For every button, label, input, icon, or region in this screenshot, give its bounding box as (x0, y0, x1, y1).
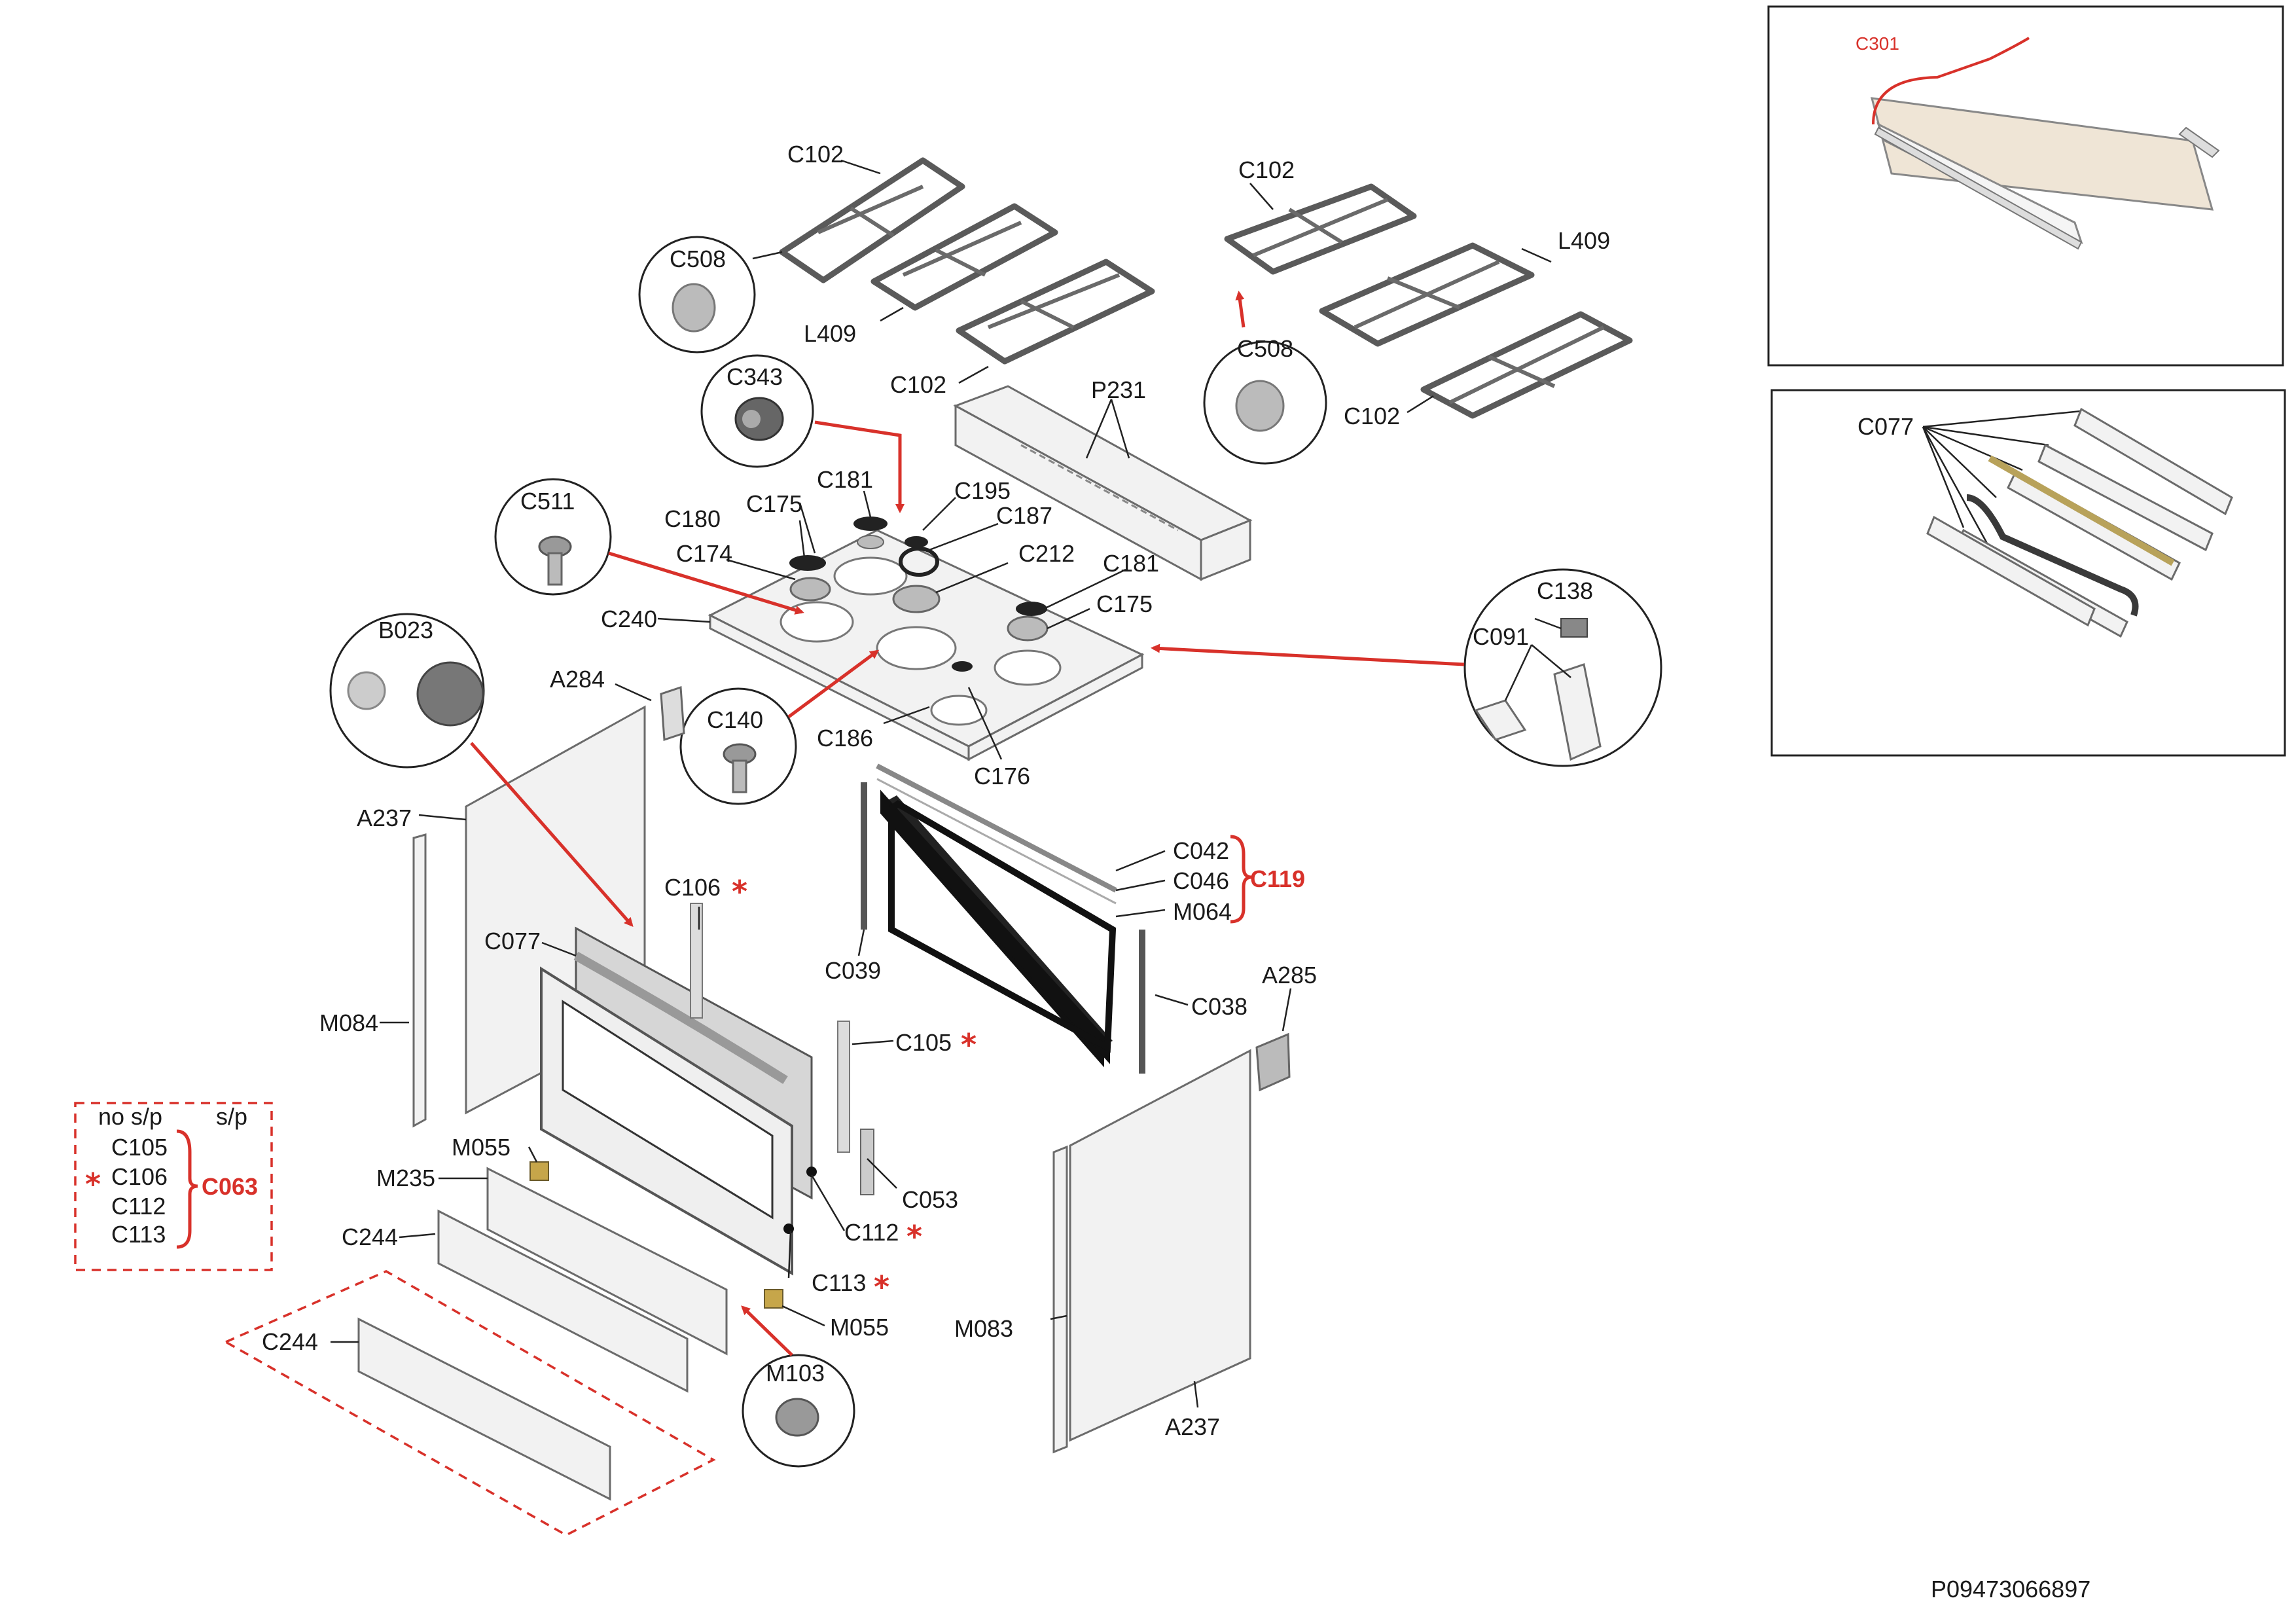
kickplate-m235 (437, 1167, 728, 1393)
reference-arrows (470, 291, 1465, 1356)
callout-c508-right (1203, 340, 1327, 465)
grate-right-group (1224, 183, 1633, 419)
label-c343: C343 (726, 363, 783, 390)
callout-c138-c091 (1463, 568, 1662, 767)
callout-c343 (700, 354, 814, 468)
label-c039: C039 (825, 957, 881, 984)
label-c038: C038 (1191, 993, 1247, 1020)
label-c187: C187 (996, 502, 1052, 529)
part-labels: C102 C508 L409 C102 C343 C102 L409 C508 … (262, 141, 1610, 1440)
label-c102-b: C102 (890, 371, 946, 398)
callout-m103 (742, 1354, 855, 1468)
callout-b023 (329, 613, 485, 769)
label-a237-a: A237 (357, 805, 412, 831)
legend-item-2: C106 (111, 1163, 168, 1190)
oven-door-c077 (540, 903, 874, 1276)
callout-c511 (494, 478, 612, 596)
label-c186: C186 (817, 725, 873, 752)
leader-lines (331, 159, 1571, 1408)
label-c244-b: C244 (262, 1328, 318, 1355)
cooktop-c240 (708, 517, 1145, 761)
hinge-brackets (529, 685, 1291, 1309)
label-c112: C112 (844, 1219, 899, 1246)
label-c195: C195 (954, 477, 1011, 504)
grate-left-group (779, 157, 1155, 365)
star-c113: * (874, 1269, 889, 1305)
label-c138: C138 (1537, 577, 1593, 604)
label-c175-b: C175 (1096, 590, 1153, 617)
document-id: P09473066897 (1931, 1576, 2090, 1603)
inset-glass-panel: C301 (1767, 5, 2284, 367)
label-l409-b: L409 (1558, 227, 1610, 254)
label-c181-b: C181 (1103, 550, 1159, 577)
label-c106: C106 (664, 874, 721, 901)
label-l409-a: L409 (804, 320, 856, 347)
label-m055-b: M055 (830, 1314, 889, 1341)
door-frame-outline (888, 800, 1117, 1053)
label-c174: C174 (676, 540, 732, 567)
label-c511: C511 (520, 488, 575, 515)
star-c105: * (961, 1027, 977, 1062)
label-c105: C105 (895, 1029, 952, 1056)
label-c091: C091 (1473, 623, 1529, 650)
label-m084: M084 (319, 1009, 378, 1036)
kickplate-c244-optional (223, 1270, 716, 1536)
label-c212: C212 (1018, 540, 1075, 567)
legend-item-3: C112 (111, 1193, 166, 1220)
label-p231: P231 (1091, 376, 1146, 403)
label-c102-c: C102 (1238, 156, 1295, 183)
label-a284: A284 (550, 666, 605, 693)
callout-c140 (679, 687, 797, 805)
star-c106: * (732, 874, 747, 909)
label-c301: C301 (1856, 33, 1899, 54)
label-m235: M235 (376, 1165, 435, 1191)
side-panel-a237-right (1052, 1049, 1251, 1454)
label-c181-a: C181 (817, 466, 873, 493)
c119-brace (1230, 835, 1252, 924)
legend-item-1: C105 (111, 1134, 168, 1161)
callout-c508-left (638, 236, 756, 353)
star-c112: * (906, 1219, 922, 1254)
control-panel-p231 (953, 385, 1253, 581)
label-c077-main: C077 (484, 928, 541, 954)
label-c240: C240 (601, 606, 657, 632)
label-c046: C046 (1173, 867, 1229, 894)
label-m055-a: M055 (452, 1134, 511, 1161)
label-c140: C140 (707, 706, 763, 733)
label-c244-a: C244 (342, 1223, 398, 1250)
legend-item-4: C113 (111, 1221, 166, 1248)
label-m064: M064 (1173, 898, 1232, 925)
spare-parts-legend: no s/p s/p C105 C106 C112 C113 * C063 (74, 1102, 273, 1271)
legend-star: * (85, 1167, 101, 1202)
inset-door-accessories: C077 (1770, 389, 2286, 757)
label-b023: B023 (378, 617, 433, 643)
label-c175-a: C175 (746, 490, 802, 517)
label-a285: A285 (1262, 962, 1317, 988)
label-c113: C113 (812, 1269, 866, 1296)
label-c119: C119 (1250, 865, 1305, 892)
label-c042: C042 (1173, 837, 1229, 864)
label-c508-a: C508 (670, 245, 726, 272)
legend-col-sp: s/p (216, 1103, 247, 1130)
label-m103: M103 (766, 1360, 825, 1386)
label-m083: M083 (954, 1315, 1013, 1342)
label-c102-a: C102 (787, 141, 844, 168)
label-c102-d: C102 (1344, 403, 1400, 429)
label-c176: C176 (974, 763, 1030, 789)
label-a237-b: A237 (1165, 1413, 1220, 1440)
label-c077-inset: C077 (1857, 413, 1914, 440)
legend-group: C063 (202, 1173, 258, 1200)
label-c053: C053 (902, 1186, 958, 1213)
label-c180: C180 (664, 505, 721, 532)
door-seal-frame (861, 763, 1145, 1074)
label-c508-b: C508 (1237, 335, 1293, 362)
legend-col-no-sp: no s/p (98, 1103, 162, 1130)
